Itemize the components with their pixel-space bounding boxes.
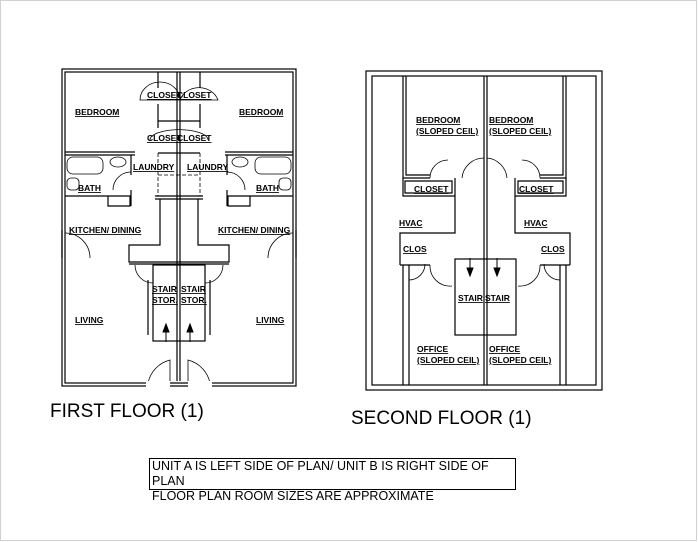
second-floor-title: SECOND FLOOR (1) (351, 408, 532, 429)
room-label: LIVING (256, 315, 285, 325)
room-label: (SLOPED CEIL) (489, 126, 552, 136)
room-label: STAIR (152, 284, 177, 294)
room-label: LAUNDRY (187, 162, 229, 172)
room-label: (SLOPED CEIL) (417, 355, 480, 365)
room-label: CLOSET (519, 184, 554, 194)
room-label: CLOS (541, 244, 565, 254)
room-label: CLOS (403, 244, 427, 254)
room-label: (SLOPED CEIL) (489, 355, 552, 365)
room-label: BATH (78, 183, 101, 193)
room-label: (SLOPED CEIL) (416, 126, 479, 136)
room-label: LIVING (75, 315, 104, 325)
first-floor-plan (61, 68, 297, 389)
note-line: UNIT A IS LEFT SIDE OF PLAN/ UNIT B IS R… (152, 459, 489, 488)
room-label: CLOSET (147, 133, 182, 143)
room-label: CLOSET (414, 184, 449, 194)
room-label: HVAC (524, 218, 547, 228)
room-label: STOR. (181, 295, 207, 305)
room-label: BEDROOM (416, 115, 460, 125)
room-label: KITCHEN/ DINING (218, 225, 291, 235)
room-label: CLOSET (177, 90, 212, 100)
room-label: OFFICE (489, 344, 520, 354)
room-label: STAIR (485, 293, 510, 303)
note-line: FLOOR PLAN ROOM SIZES ARE APPROXIMATE (152, 489, 434, 503)
room-label: BATH (256, 183, 279, 193)
notes-box: UNIT A IS LEFT SIDE OF PLAN/ UNIT B IS R… (149, 458, 516, 503)
first-floor-title: FIRST FLOOR (1) (50, 401, 204, 422)
room-label: KITCHEN/ DINING (69, 225, 142, 235)
second-floor-plan (365, 70, 603, 391)
room-label: LAUNDRY (133, 162, 175, 172)
room-label: STOR. (152, 295, 178, 305)
room-label: CLOSET (177, 133, 212, 143)
room-label: BEDROOM (239, 107, 283, 117)
room-label: BEDROOM (75, 107, 119, 117)
room-label: STAIR (181, 284, 206, 294)
room-label: STAIR (458, 293, 483, 303)
room-label: BEDROOM (489, 115, 533, 125)
room-label: OFFICE (417, 344, 448, 354)
room-label: HVAC (399, 218, 422, 228)
room-label: CLOSET (147, 90, 182, 100)
